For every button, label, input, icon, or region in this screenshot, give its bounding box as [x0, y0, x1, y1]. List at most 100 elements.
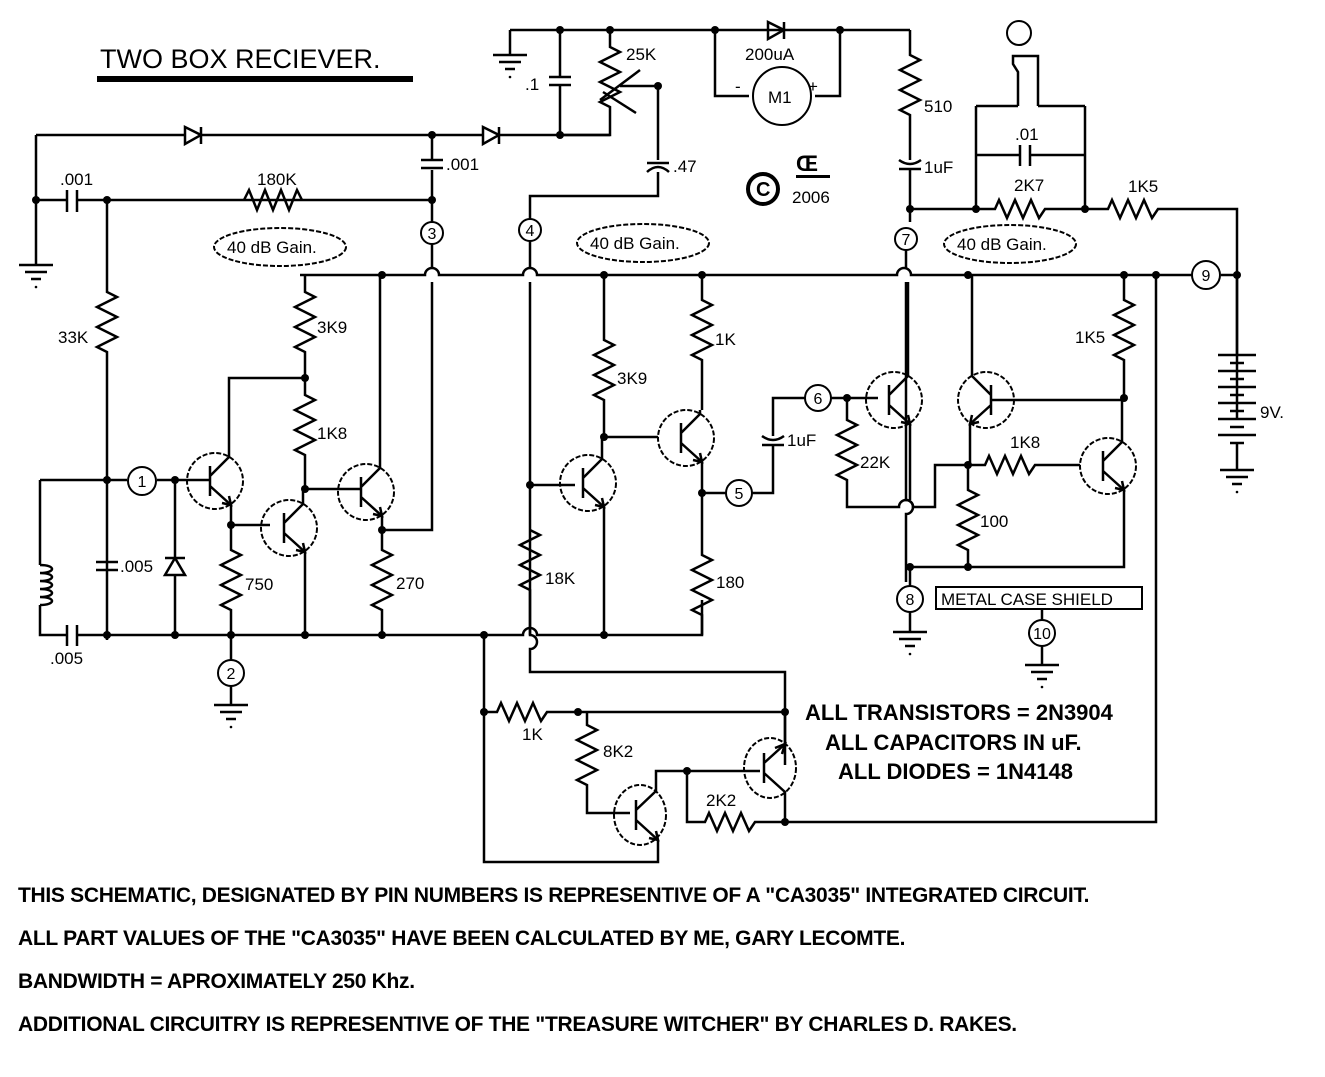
headphone-icon: [1006, 20, 1032, 46]
transistor-icon: [613, 784, 667, 846]
label-c-047: .47: [673, 157, 697, 176]
capacitor-icon: [646, 161, 670, 173]
pin-4: 4: [518, 218, 542, 242]
svg-text:2: 2: [227, 666, 236, 683]
pin-7: 7: [894, 227, 918, 251]
capacitor-icon: [65, 190, 79, 212]
label-c-1uf-top: 1uF: [924, 158, 953, 177]
note-line: ADDITIONAL CIRCUITRY IS REPRESENTIVE OF …: [18, 1013, 1017, 1036]
pin-10: 10: [1028, 619, 1056, 647]
capacitor-icon: [1018, 145, 1032, 166]
spec-diodes: ALL DIODES = 1N4148: [838, 759, 1073, 784]
copyright-year: 2006: [792, 188, 830, 207]
label-meter-range: 200uA: [745, 45, 795, 64]
supply-rail: [300, 266, 1237, 277]
inductor-icon: [39, 563, 54, 607]
copyright-mark: © C Œ 2006: [746, 151, 830, 207]
label-metal-case-shield: METAL CASE SHIELD: [941, 590, 1113, 609]
capacitor-icon: [549, 75, 571, 87]
spec-capacitors: ALL CAPACITORS IN uF.: [825, 730, 1082, 755]
capacitor-icon: [421, 158, 443, 170]
label-r-22k: 22K: [860, 453, 891, 472]
capacitor-icon: [65, 625, 79, 646]
ground-icon: [1023, 663, 1061, 690]
pin-2: 2: [217, 659, 245, 687]
label-r-1k5-right: 1K5: [1075, 328, 1105, 347]
svg-text:4: 4: [526, 223, 535, 240]
label-r-8k2: 8K2: [603, 742, 633, 761]
battery-icon: 9V.: [1218, 275, 1284, 495]
copyright-logo: Œ: [796, 151, 818, 176]
svg-text:5: 5: [735, 486, 744, 503]
svg-text:6: 6: [814, 391, 823, 408]
label-r-100: 100: [980, 512, 1008, 531]
resistor-icon: [242, 186, 304, 214]
label-r-18k: 18K: [545, 569, 576, 588]
stage-1: 33K 1 .005 .005 750 2 3K9 1K8: [38, 200, 704, 730]
label-r-1k8-a: 1K8: [317, 424, 347, 443]
title-underline: [97, 76, 413, 82]
diode-icon: [183, 124, 204, 147]
label-c-01: .1: [525, 75, 539, 94]
pin-3: 3: [420, 221, 444, 245]
meter-network: .1 25K .47 200uA M1 - +: [432, 19, 910, 220]
pin-8: 8: [896, 585, 924, 613]
label-r-3k9-b: 3K9: [617, 369, 647, 388]
transistor-icon: [337, 463, 395, 521]
svg-text:40 dB Gain.: 40 dB Gain.: [590, 234, 680, 253]
svg-text:1: 1: [138, 474, 147, 491]
diode-icon: [766, 19, 787, 42]
diode-icon: [481, 124, 502, 147]
label-r-750: 750: [245, 575, 273, 594]
label-r-1k-c: 1K: [522, 725, 543, 744]
svg-text:7: 7: [902, 232, 911, 249]
label-c-005-shunt: .005: [120, 557, 153, 576]
label-c-pin3: .001: [446, 155, 479, 174]
label-meter-minus: -: [735, 77, 741, 96]
diode-icon: [162, 555, 188, 577]
label-pot-25k: 25K: [626, 45, 657, 64]
svg-text:40 dB Gain.: 40 dB Gain.: [957, 235, 1047, 254]
label-c-phones: .01: [1015, 125, 1039, 144]
note-line: THIS SCHEMATIC, DESIGNATED BY PIN NUMBER…: [18, 884, 1089, 907]
label-r-1k8-b: 1K8: [1010, 433, 1040, 452]
capacitor-icon: [96, 560, 118, 572]
gain-badge: 40 dB Gain.: [576, 223, 710, 263]
gain-badge: 40 dB Gain.: [213, 227, 347, 267]
top-left-network: .001 180K .001: [17, 124, 479, 290]
pin-9: 9: [1191, 260, 1221, 290]
spec-transistors: ALL TRANSISTORS = 2N3904: [805, 700, 1114, 725]
meter-icon: [752, 66, 812, 126]
label-meter-name: M1: [768, 88, 792, 107]
transistor-icon: [186, 452, 244, 510]
pin-1: 1: [127, 466, 157, 496]
pin-6: 6: [804, 384, 832, 412]
svg-text:3: 3: [428, 226, 437, 243]
stage-3: 22K 1K8 100 1K5 8 METAL CASE SHIELD 10: [785, 275, 1158, 824]
label-c-1uf-mid: 1uF: [787, 431, 816, 450]
label-r-510: 510: [924, 97, 952, 116]
transistor-icon: [865, 371, 923, 429]
ground-icon: [212, 703, 250, 730]
label-meter-plus: +: [808, 77, 818, 96]
capacitor-icon: [898, 158, 922, 171]
note-line: BANDWIDTH = APROXIMATELY 250 Khz.: [18, 970, 415, 993]
svg-text:C: C: [756, 179, 770, 201]
label-battery: 9V.: [1260, 403, 1284, 422]
oscillator-stage: 1K 8K2 2K2: [480, 635, 797, 864]
headphone-jack-icon: [1011, 54, 1040, 106]
note-line: ALL PART VALUES OF THE "CA3035" HAVE BEE…: [18, 927, 905, 950]
svg-text:8: 8: [906, 592, 915, 609]
gain-badge: 40 dB Gain.: [943, 224, 1077, 264]
transistor-icon: [1079, 437, 1137, 495]
output-network: 510 1uF .01 2K7 1K5: [897, 20, 1239, 420]
label-r-180k: 180K: [257, 170, 297, 189]
transistor-icon: [657, 409, 715, 467]
label-r-2k2: 2K2: [706, 791, 736, 810]
transistor-icon: [260, 499, 318, 557]
svg-text:9: 9: [1202, 268, 1211, 285]
ground-icon: [17, 263, 55, 290]
label-r-1k-b: 1K: [715, 330, 736, 349]
transistor-icon: [559, 454, 617, 512]
transistor-icon: [743, 737, 797, 799]
